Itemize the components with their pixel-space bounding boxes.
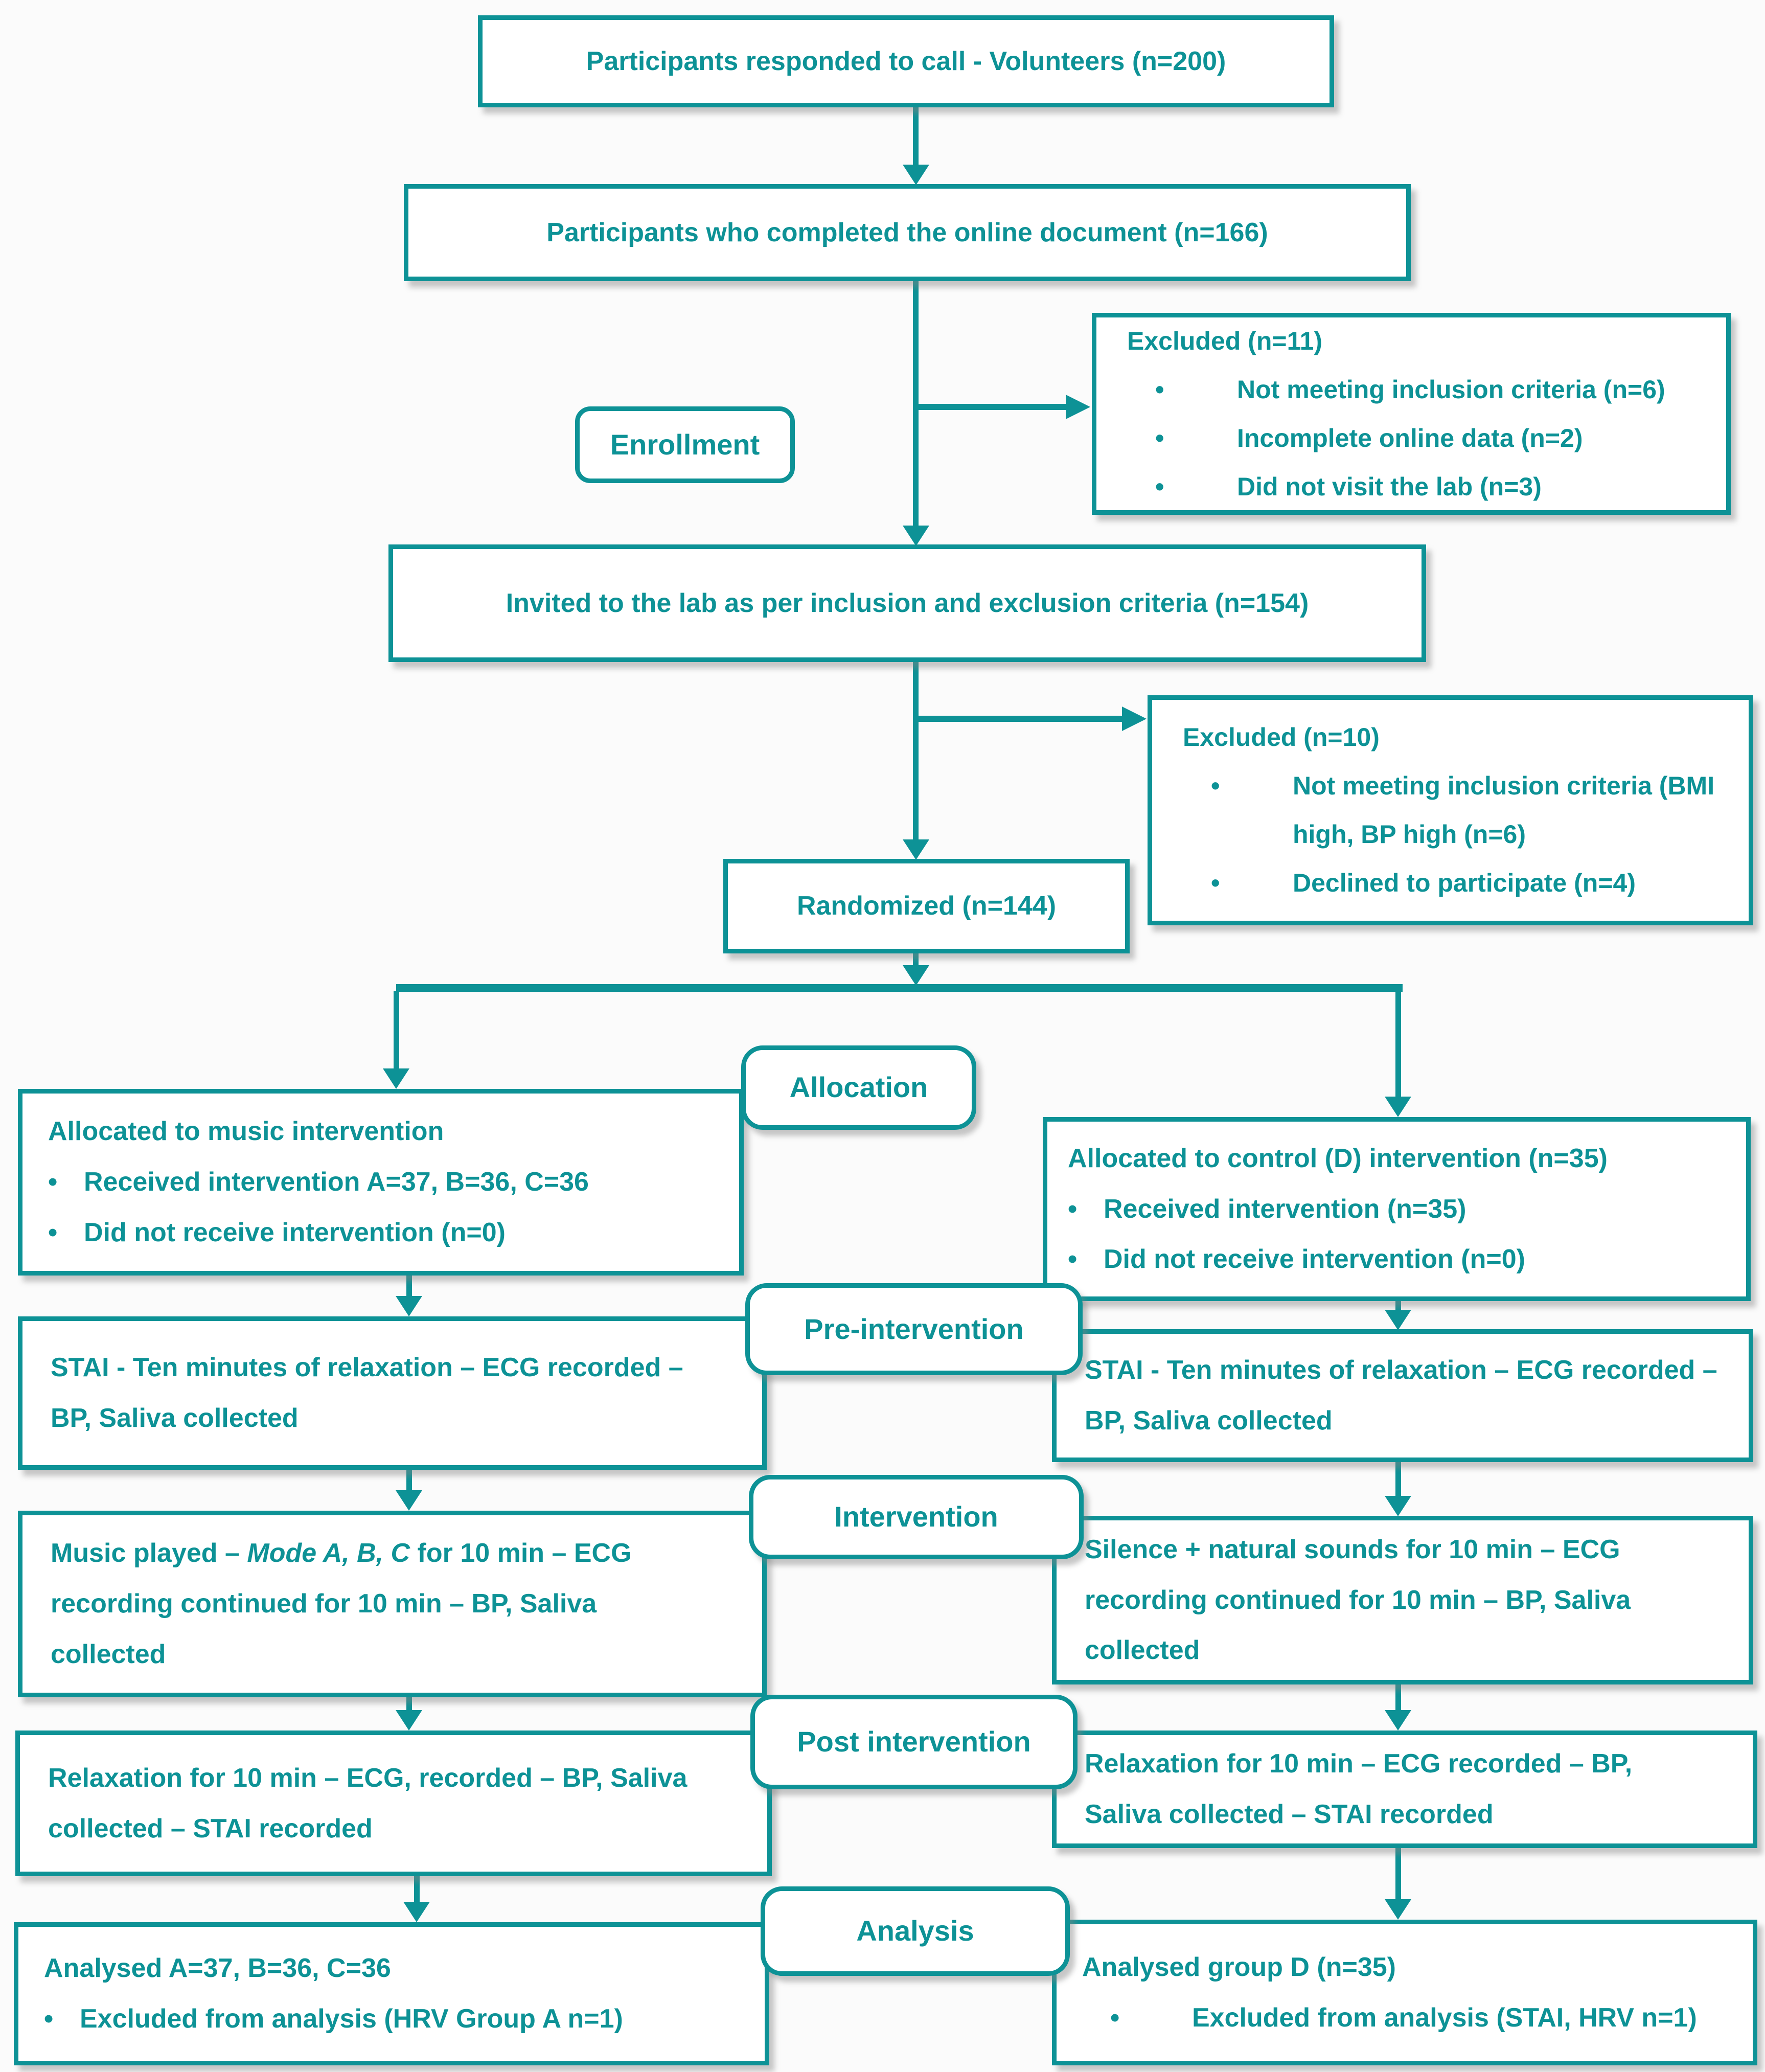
allocation-list: Received intervention A=37, B=36, C=36 D… xyxy=(48,1157,729,1258)
branch-bar xyxy=(396,984,1403,992)
allocation-item: Did not receive intervention (n=0) xyxy=(48,1208,729,1258)
box-analysis-music: Analysed A=37, B=36, C=36 Excluded from … xyxy=(14,1922,769,2065)
stage-label-text: Enrollment xyxy=(610,428,760,461)
arrow-down-icon xyxy=(1385,1710,1411,1731)
box-text: Relaxation for 10 min – ECG recorded – B… xyxy=(1085,1749,1633,1829)
allocation-list: Received intervention (n=35) Did not rec… xyxy=(1068,1184,1744,1285)
stage-label-text: Intervention xyxy=(834,1500,998,1533)
box-intervention-control: Silence + natural sounds for 10 min – EC… xyxy=(1052,1516,1753,1684)
connector-line xyxy=(406,1470,412,1491)
box-allocated-music: Allocated to music intervention Received… xyxy=(18,1089,744,1276)
box-analysis-control: Analysed group D (n=35) Excluded from an… xyxy=(1052,1920,1757,2065)
arrow-down-icon xyxy=(903,839,929,860)
connector-line xyxy=(406,1276,412,1297)
excluded-item: Not meeting inclusion criteria (n=6) xyxy=(1127,366,1718,414)
box-text: STAI - Ten minutes of relaxation – ECG r… xyxy=(1085,1355,1717,1436)
stage-label-text: Analysis xyxy=(856,1915,974,1947)
arrow-down-icon xyxy=(396,1710,422,1731)
excluded-list: Not meeting inclusion criteria (BMI high… xyxy=(1183,762,1741,907)
box-text-suffix: for 10 min – ECG recording continued for… xyxy=(51,1538,632,1669)
stage-label-pre-intervention: Pre-intervention xyxy=(745,1283,1083,1375)
arrow-down-icon xyxy=(396,1490,422,1511)
allocation-item: Received intervention (n=35) xyxy=(1068,1184,1744,1235)
box-text: STAI - Ten minutes of relaxation – ECG r… xyxy=(51,1353,683,1433)
arrow-down-icon xyxy=(1385,1310,1411,1330)
connector-line xyxy=(913,953,919,969)
box-online-document: Participants who completed the online do… xyxy=(404,184,1411,281)
excluded-list: Not meeting inclusion criteria (n=6) Inc… xyxy=(1127,366,1718,511)
arrow-down-icon xyxy=(403,1902,430,1922)
box-intervention-music: Music played – Mode A, B, C for 10 min –… xyxy=(18,1511,767,1697)
connector-line xyxy=(1395,1684,1401,1711)
allocation-item: Received intervention A=37, B=36, C=36 xyxy=(48,1157,729,1208)
arrow-down-icon xyxy=(1385,1496,1411,1516)
box-pre-intervention-control: STAI - Ten minutes of relaxation – ECG r… xyxy=(1052,1329,1753,1462)
connector-line xyxy=(1395,1462,1401,1497)
connector-line xyxy=(394,991,399,1068)
allocation-title: Allocated to music intervention xyxy=(48,1117,444,1147)
connector-line xyxy=(913,281,919,529)
arrow-down-icon xyxy=(1385,1097,1411,1117)
allocation-item: Did not receive intervention (n=0) xyxy=(1068,1234,1744,1285)
stage-label-intervention: Intervention xyxy=(749,1475,1084,1559)
excluded-item: Not meeting inclusion criteria (BMI high… xyxy=(1183,762,1741,859)
arrow-down-icon xyxy=(903,526,929,546)
stage-label-text: Pre-intervention xyxy=(804,1312,1024,1345)
box-post-intervention-music: Relaxation for 10 min – ECG, recorded – … xyxy=(15,1731,772,1876)
box-text: Relaxation for 10 min – ECG, recorded – … xyxy=(48,1763,687,1843)
box-excluded-enrollment: Excluded (n=11) Not meeting inclusion cr… xyxy=(1092,313,1731,515)
analysis-item: Excluded from analysis (HRV Group A n=1) xyxy=(44,1994,754,2044)
allocation-title: Allocated to control (D) intervention (n… xyxy=(1068,1143,1608,1173)
stage-label-text: Allocation xyxy=(789,1071,928,1104)
box-text: Music played – Mode A, B, C for 10 min –… xyxy=(51,1528,701,1679)
box-randomized-text: Randomized (n=144) xyxy=(796,891,1057,921)
connector-line xyxy=(916,716,1122,722)
excluded-item: Declined to participate (n=4) xyxy=(1183,859,1741,907)
connector-line xyxy=(1395,1301,1401,1312)
box-text: Silence + natural sounds for 10 min – EC… xyxy=(1085,1534,1631,1666)
analysis-title: Analysed A=37, B=36, C=36 xyxy=(44,1953,391,1984)
excluded-title: Excluded (n=11) xyxy=(1127,326,1323,355)
box-volunteers: Participants responded to call - Volunte… xyxy=(478,15,1334,107)
connector-line xyxy=(913,662,919,843)
excluded-title: Excluded (n=10) xyxy=(1183,723,1380,752)
analysis-list: Excluded from analysis (STAI, HRV n=1) xyxy=(1082,1993,1743,2043)
box-invited-text: Invited to the lab as per inclusion and … xyxy=(506,588,1309,618)
box-invited: Invited to the lab as per inclusion and … xyxy=(388,544,1426,662)
connector-line xyxy=(1395,1848,1401,1900)
connector-line xyxy=(1395,991,1401,1097)
box-allocated-control: Allocated to control (D) intervention (n… xyxy=(1043,1117,1751,1301)
connector-line xyxy=(913,107,919,169)
excluded-item: Did not visit the lab (n=3) xyxy=(1127,463,1718,511)
box-text-italic: Mode A, B, C xyxy=(247,1538,410,1568)
analysis-title: Analysed group D (n=35) xyxy=(1082,1952,1396,1982)
excluded-item: Incomplete online data (n=2) xyxy=(1127,414,1718,463)
box-text-prefix: Music played – xyxy=(51,1538,247,1568)
box-online-document-text: Participants who completed the online do… xyxy=(546,217,1268,247)
box-excluded-randomization: Excluded (n=10) Not meeting inclusion cr… xyxy=(1148,695,1753,925)
stage-label-analysis: Analysis xyxy=(761,1886,1070,1976)
stage-label-enrollment: Enrollment xyxy=(575,406,795,483)
box-post-intervention-control: Relaxation for 10 min – ECG recorded – B… xyxy=(1052,1731,1757,1848)
box-pre-intervention-music: STAI - Ten minutes of relaxation – ECG r… xyxy=(18,1316,767,1470)
stage-label-allocation: Allocation xyxy=(741,1045,976,1130)
box-randomized: Randomized (n=144) xyxy=(723,859,1130,953)
stage-label-post-intervention: Post intervention xyxy=(750,1695,1078,1789)
arrow-down-icon xyxy=(903,165,929,185)
analysis-item: Excluded from analysis (STAI, HRV n=1) xyxy=(1082,1993,1743,2043)
analysis-list: Excluded from analysis (HRV Group A n=1) xyxy=(44,1994,754,2044)
connector-line xyxy=(916,404,1067,410)
connector-line xyxy=(406,1697,412,1712)
arrow-down-icon xyxy=(396,1296,422,1316)
arrow-down-icon xyxy=(1385,1899,1411,1920)
stage-label-text: Post intervention xyxy=(797,1725,1031,1758)
arrow-down-icon xyxy=(383,1068,409,1089)
box-volunteers-text: Participants responded to call - Volunte… xyxy=(586,46,1226,76)
arrow-right-icon xyxy=(1066,395,1090,419)
connector-line xyxy=(414,1876,420,1903)
arrow-down-icon xyxy=(903,965,929,986)
arrow-right-icon xyxy=(1122,707,1147,731)
